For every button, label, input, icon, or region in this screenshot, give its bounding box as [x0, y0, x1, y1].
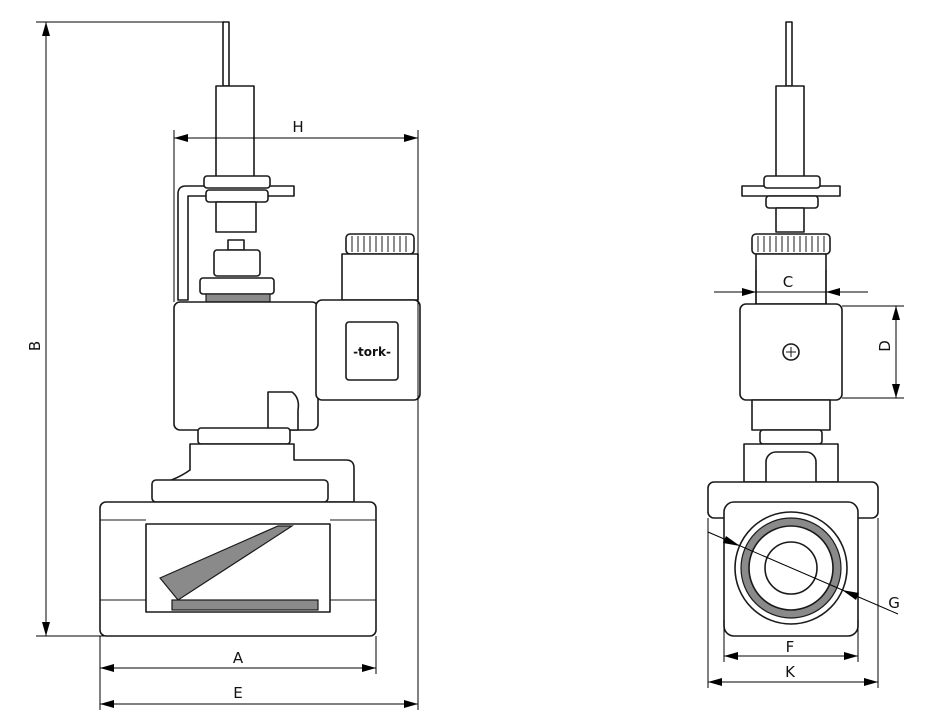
- dimension-label-k: K: [785, 663, 796, 681]
- dimension-label-g: G: [888, 594, 900, 612]
- dimension-label-a: A: [233, 649, 244, 667]
- front-hex-nut: [213, 249, 261, 277]
- dimension-label-d: D: [876, 340, 894, 352]
- dimension-label-b: B: [26, 341, 44, 351]
- front-upper-nut-2: [205, 189, 269, 203]
- front-seat: [171, 599, 319, 611]
- dimension-label-h: H: [292, 118, 303, 136]
- side-stem-nut: [759, 429, 823, 445]
- side-upper-nut-2: [765, 195, 819, 209]
- front-coil-foot: [267, 391, 300, 431]
- front-flange: [151, 479, 329, 503]
- dimension-label-f: F: [786, 638, 795, 656]
- front-stem-nut: [197, 427, 291, 445]
- front-washer: [205, 293, 271, 303]
- side-sensor-body: [775, 85, 805, 179]
- front-body-inner: [145, 523, 331, 613]
- front-connector-body: [341, 253, 419, 301]
- dimension-lines: B H A E C D: [26, 21, 904, 710]
- side-upper-nut: [763, 175, 821, 189]
- front-cable: [222, 21, 230, 87]
- front-connector-knob: [345, 233, 415, 255]
- front-sensor-shaft: [215, 201, 257, 233]
- front-sensor-body: [215, 85, 255, 179]
- side-stem: [751, 399, 831, 431]
- dimension-label-e: E: [233, 684, 242, 702]
- front-upper-nut: [203, 175, 271, 189]
- front-logo-plate: [345, 321, 399, 381]
- brand-logo-text: -tork-: [353, 345, 391, 359]
- front-view: -tork-: [99, 21, 421, 637]
- dimension-label-c: C: [783, 273, 793, 291]
- front-diaphragm: [159, 525, 295, 601]
- front-small-cap: [227, 239, 245, 251]
- front-lower-nut: [199, 277, 275, 295]
- side-sensor-shaft: [775, 207, 805, 233]
- side-cable: [785, 21, 793, 87]
